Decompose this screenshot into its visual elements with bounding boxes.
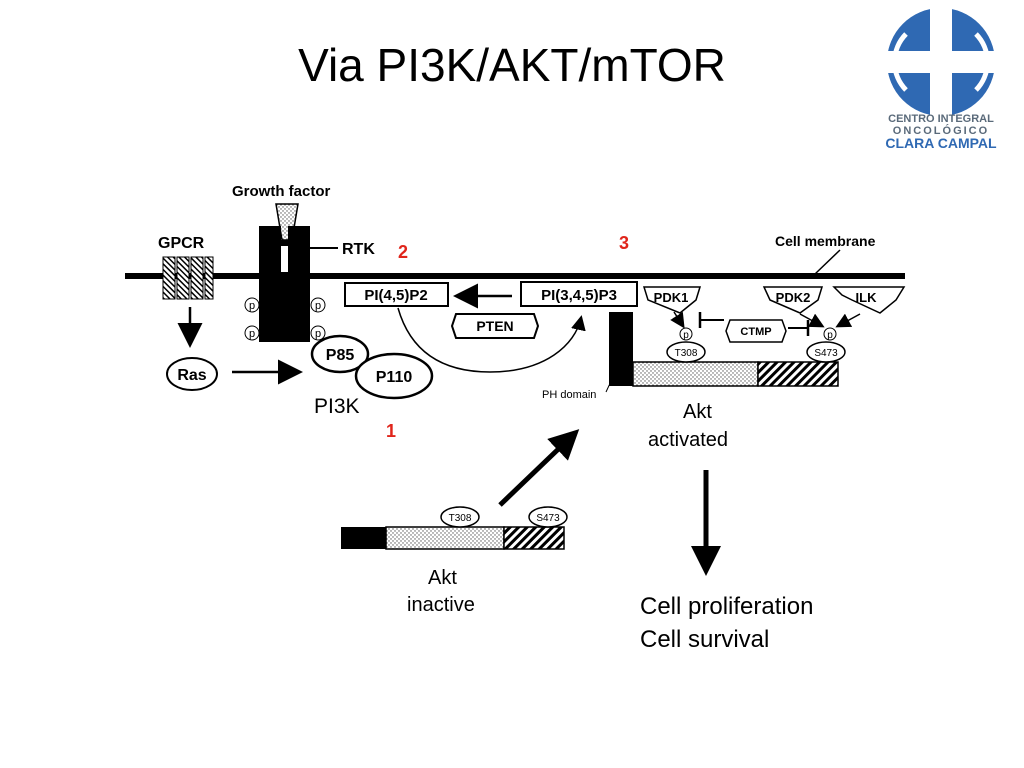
cell-membrane-pointer — [814, 249, 841, 275]
outcome-survival: Cell survival — [640, 626, 769, 653]
pi45p2-box — [344, 282, 449, 307]
s473-label-active: S473 — [814, 348, 838, 359]
logo-line-1: CENTRO INTEGRAL — [888, 113, 994, 125]
akt-activated-bar — [609, 361, 839, 387]
pdk2-to-s473-arrow — [799, 313, 825, 328]
ilk-to-s473-arrow — [835, 313, 861, 328]
akt-activated-label-1: Akt — [683, 401, 712, 423]
pi3k-phosphorylation-curve — [397, 307, 586, 373]
pi3k-label: PI3K — [314, 395, 360, 418]
s473-site-inactive — [528, 506, 568, 528]
pi345p3-box — [520, 281, 638, 307]
akt-inactive-bar — [341, 526, 565, 550]
p85-subunit — [310, 334, 370, 374]
svg-text:p: p — [683, 330, 689, 341]
t308-site-inactive — [440, 506, 480, 528]
gpcr-receptor — [162, 256, 214, 300]
svg-text:p: p — [249, 300, 255, 312]
t308-site-active — [666, 341, 706, 363]
t308-phospho — [679, 327, 693, 341]
ph-domain-bar — [609, 312, 633, 362]
s473-phospho — [823, 327, 837, 341]
ctmp-node — [725, 319, 787, 343]
rtk-phospho-sites: p p p p — [244, 297, 326, 341]
ctmp-label: CTMP — [740, 326, 771, 338]
clara-campal-logo: CENTRO INTEGRAL ONCOLÓGICO CLARA CAMPAL — [885, 8, 997, 151]
outcome-proliferation: Cell proliferation — [640, 593, 813, 620]
akt-activation-arrow — [498, 429, 580, 507]
gpcr-label: GPCR — [158, 235, 205, 252]
logo-line-2: ONCOLÓGICO — [893, 124, 989, 137]
pdk2-label: PDK2 — [776, 290, 811, 305]
cell-membrane-label: Cell membrane — [775, 233, 876, 249]
t308-label-inactive: T308 — [449, 513, 472, 524]
akt-activated-label-2: activated — [648, 429, 728, 451]
pten-label: PTEN — [476, 318, 513, 334]
s473-site-active — [806, 341, 846, 363]
pdk1-to-t308-arrow — [670, 311, 685, 329]
step-number-3: 3 — [619, 233, 629, 253]
svg-text:p: p — [249, 328, 255, 340]
p110-label: P110 — [376, 369, 413, 386]
akt-inactive-label-2: inactive — [407, 594, 475, 616]
svg-text:p: p — [827, 330, 833, 341]
pi345p3-label: PI(3,4,5)P3 — [541, 287, 617, 304]
ras-label: Ras — [177, 367, 206, 384]
rtk-receptor — [259, 226, 310, 342]
ph-domain-label: PH domain — [542, 389, 596, 401]
growth-factor-label: Growth factor — [232, 183, 330, 200]
pi45p2-label: PI(4,5)P2 — [364, 287, 427, 304]
pten-node — [450, 313, 540, 339]
logo-cross-icon — [887, 8, 995, 116]
pdk1-label: PDK1 — [654, 290, 689, 305]
akt-inactive-label-1: Akt — [428, 567, 457, 589]
p85-label: P85 — [326, 347, 355, 364]
t308-label-active: T308 — [675, 348, 698, 359]
svg-text:p: p — [315, 300, 321, 312]
pdk1-node — [642, 286, 702, 314]
step-number-1: 1 — [386, 421, 396, 441]
p110-subunit — [354, 352, 434, 400]
ras-node — [166, 357, 218, 391]
ilk-node — [832, 286, 906, 314]
step-number-2: 2 — [398, 242, 408, 262]
s473-label-inactive: S473 — [536, 513, 560, 524]
pdk2-node — [762, 286, 824, 314]
logo-line-3: CLARA CAMPAL — [885, 135, 997, 151]
svg-text:p: p — [315, 328, 321, 340]
slide-title: Via PI3K/AKT/mTOR — [298, 39, 726, 91]
rtk-label: RTK — [342, 241, 375, 258]
ilk-label: ILK — [856, 290, 878, 305]
